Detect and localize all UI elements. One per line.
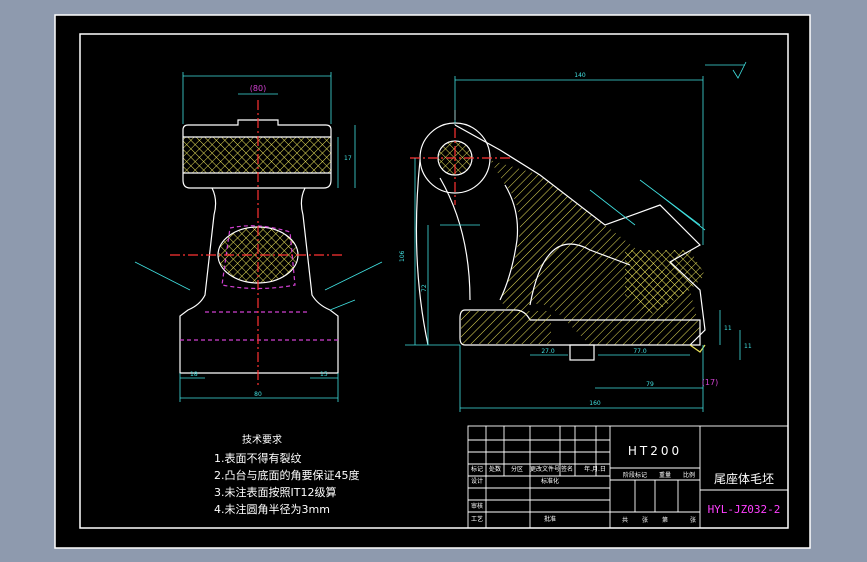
- surface-finish-symbol: [732, 61, 747, 79]
- title-block-label-date: 年.月.日: [584, 465, 606, 473]
- title-block-label-count: 处数: [489, 465, 501, 473]
- title-block-drawing-title: 尾座体毛坯: [714, 471, 774, 486]
- tech-requirement-3: 3.未注表面按照IT12级算: [214, 485, 336, 499]
- front-bottom-right-dim: 15: [320, 371, 328, 378]
- side-inner-width-dim: 79: [646, 381, 654, 388]
- front-bottom-left-dim: 18: [190, 371, 198, 378]
- sheet-outer-border: [54, 14, 811, 549]
- side-left-height-a: 106: [399, 250, 406, 262]
- front-dimensions: [134, 72, 383, 402]
- side-total-width-dim: 140: [574, 72, 586, 79]
- side-right-height-b: 11: [744, 343, 752, 350]
- side-right-paren-dim: (17): [702, 378, 718, 387]
- title-block-label-zone: 分区: [511, 465, 523, 473]
- tech-requirement-2: 2.凸台与底面的角要保证45度: [214, 468, 360, 482]
- title-block-stage-label: 阶段标记: [623, 471, 647, 479]
- title-block-sheet-no: 第: [662, 516, 668, 524]
- side-arm-outline: [454, 124, 706, 346]
- title-block-review: 审核: [471, 502, 483, 510]
- tech-requirement-1: 1.表面不得有裂纹: [214, 451, 302, 465]
- tech-requirements-heading: 技术要求: [242, 433, 282, 446]
- side-base-hatch: [461, 311, 551, 344]
- side-base-width-dim: 160: [589, 400, 601, 407]
- title-block-weight-label: 重量: [659, 471, 671, 479]
- tech-requirement-4: 4.未注圆角半径为3mm: [214, 502, 330, 516]
- side-mid-b-dim: 77.0: [633, 348, 647, 355]
- side-mid-a-dim: 27.0: [541, 348, 555, 355]
- side-base-slot: [569, 344, 595, 361]
- side-dimensions: [405, 64, 745, 412]
- sheet-inner-frame: [79, 33, 789, 529]
- title-block-design: 设计: [471, 477, 483, 485]
- side-inner-outline: [499, 184, 519, 301]
- title-block-material: HT200: [628, 444, 682, 458]
- side-left-profile: [415, 159, 429, 346]
- side-view: [410, 110, 706, 361]
- title-block-scale-label: 比例: [683, 471, 695, 479]
- side-slot-outline: [529, 243, 631, 306]
- side-cross-hatch: [625, 250, 705, 315]
- side-right-height-a: 11: [724, 325, 732, 332]
- front-hidden-outline: [221, 225, 296, 290]
- front-top-hatch: [183, 137, 331, 173]
- title-block-standard: 标准化: [541, 477, 559, 485]
- title-block-process: 工艺: [471, 515, 483, 523]
- side-left-height-b: 72: [421, 284, 428, 292]
- title-block: [467, 425, 789, 529]
- title-block-sheet-label2: 张: [690, 516, 696, 524]
- front-top-width-dim: (80): [250, 84, 266, 93]
- title-block-label-mark: 标记: [471, 465, 483, 473]
- title-block-label-change: 更改文件号: [530, 465, 560, 473]
- title-block-label-sign: 签名: [561, 465, 573, 473]
- front-base-width-dim: 80: [254, 391, 262, 398]
- title-block-approve: 批准: [544, 515, 556, 523]
- front-right-height-dim: 17: [344, 155, 352, 162]
- title-block-drawing-code: HYL-JZ032-2: [708, 503, 781, 516]
- front-view: [170, 100, 345, 385]
- title-block-sheet-label: 张: [642, 516, 648, 524]
- front-neck-outline: [179, 187, 339, 374]
- front-top-outline: [182, 119, 332, 189]
- side-arm-curve: [439, 177, 471, 301]
- title-block-sheet-total: 共: [622, 516, 628, 524]
